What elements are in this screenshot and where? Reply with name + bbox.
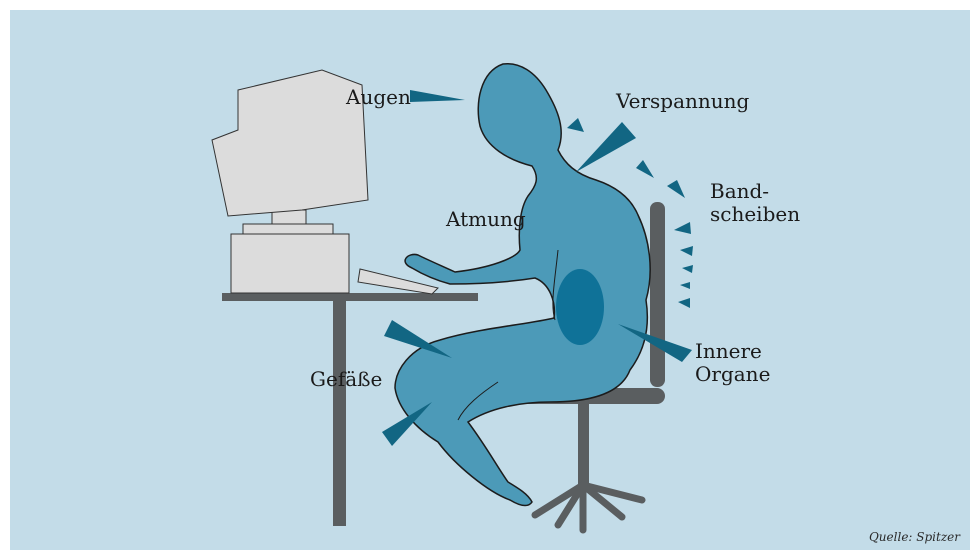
chair-backrest bbox=[650, 202, 665, 387]
person-body bbox=[395, 64, 650, 506]
arrow-disc-1 bbox=[674, 222, 691, 234]
illustration-canvas: Augen Verspannung Atmung Band- scheiben … bbox=[10, 10, 970, 550]
desk-leg bbox=[333, 301, 346, 526]
label-augen: Augen bbox=[346, 86, 411, 109]
label-innere-line2: Organe bbox=[695, 363, 770, 386]
monitor bbox=[212, 70, 368, 216]
internal-organs-highlight bbox=[556, 269, 604, 345]
source-credit: Quelle: Spitzer bbox=[869, 530, 960, 544]
label-gefaesse: Gefäße bbox=[310, 368, 382, 391]
arrow-disc-4 bbox=[680, 282, 690, 289]
arrow-back-1 bbox=[636, 160, 654, 178]
monitor-base bbox=[243, 224, 333, 234]
chair-column bbox=[578, 404, 589, 484]
arrow-neck-small bbox=[567, 118, 584, 132]
arrow-verspannung bbox=[576, 122, 636, 172]
label-bandscheiben-line1: Band- bbox=[710, 180, 769, 203]
desk-top bbox=[222, 293, 478, 301]
arrow-disc-5 bbox=[678, 298, 690, 308]
arrow-disc-3 bbox=[682, 265, 693, 273]
workstation-illustration bbox=[10, 10, 970, 550]
chair-base bbox=[535, 485, 642, 530]
arrow-augen bbox=[410, 90, 465, 102]
label-innere-line1: Innere bbox=[695, 340, 762, 363]
computer-case bbox=[231, 234, 349, 293]
label-atmung: Atmung bbox=[446, 208, 526, 231]
label-bandscheiben-line2: scheiben bbox=[710, 203, 800, 226]
seated-person bbox=[395, 64, 650, 506]
arrow-disc-2 bbox=[680, 246, 693, 256]
arrow-back-2 bbox=[667, 180, 685, 198]
label-verspannung: Verspannung bbox=[616, 90, 749, 113]
